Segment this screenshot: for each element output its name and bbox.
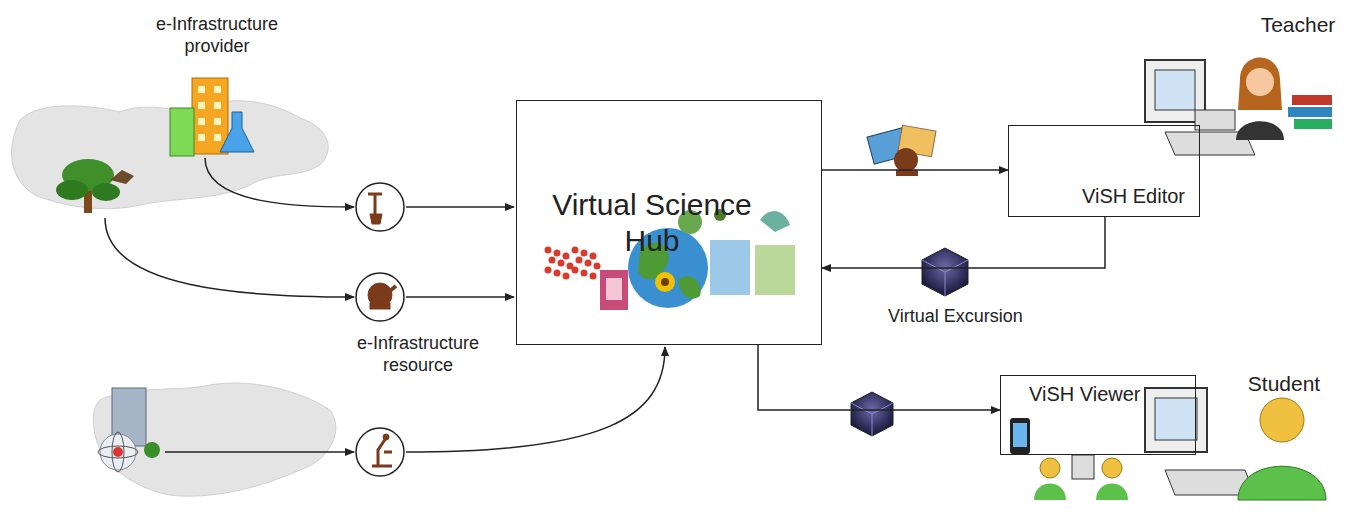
hub-box: Virtual Science Hub — [516, 100, 822, 345]
node-text: ViSH Viewer — [1029, 382, 1141, 406]
connector-arrow — [758, 345, 1000, 410]
role-label: Student — [1239, 371, 1329, 396]
infrastructure-label: e-Infrastructure provider — [132, 14, 302, 57]
connector-arrow — [822, 217, 1105, 268]
node-text: ViSH Editor — [1082, 184, 1185, 208]
connector-arrow — [822, 169, 1008, 171]
edge-label: Virtual Excursion — [888, 306, 1023, 328]
role-label: Teacher — [1253, 12, 1343, 37]
app-box: ViSH Editor — [1008, 125, 1200, 217]
app-box: ViSH Viewer — [1000, 375, 1196, 455]
infrastructure-label: e-Infrastructure resource — [333, 333, 503, 376]
node-text: Virtual Science Hub — [527, 187, 777, 259]
